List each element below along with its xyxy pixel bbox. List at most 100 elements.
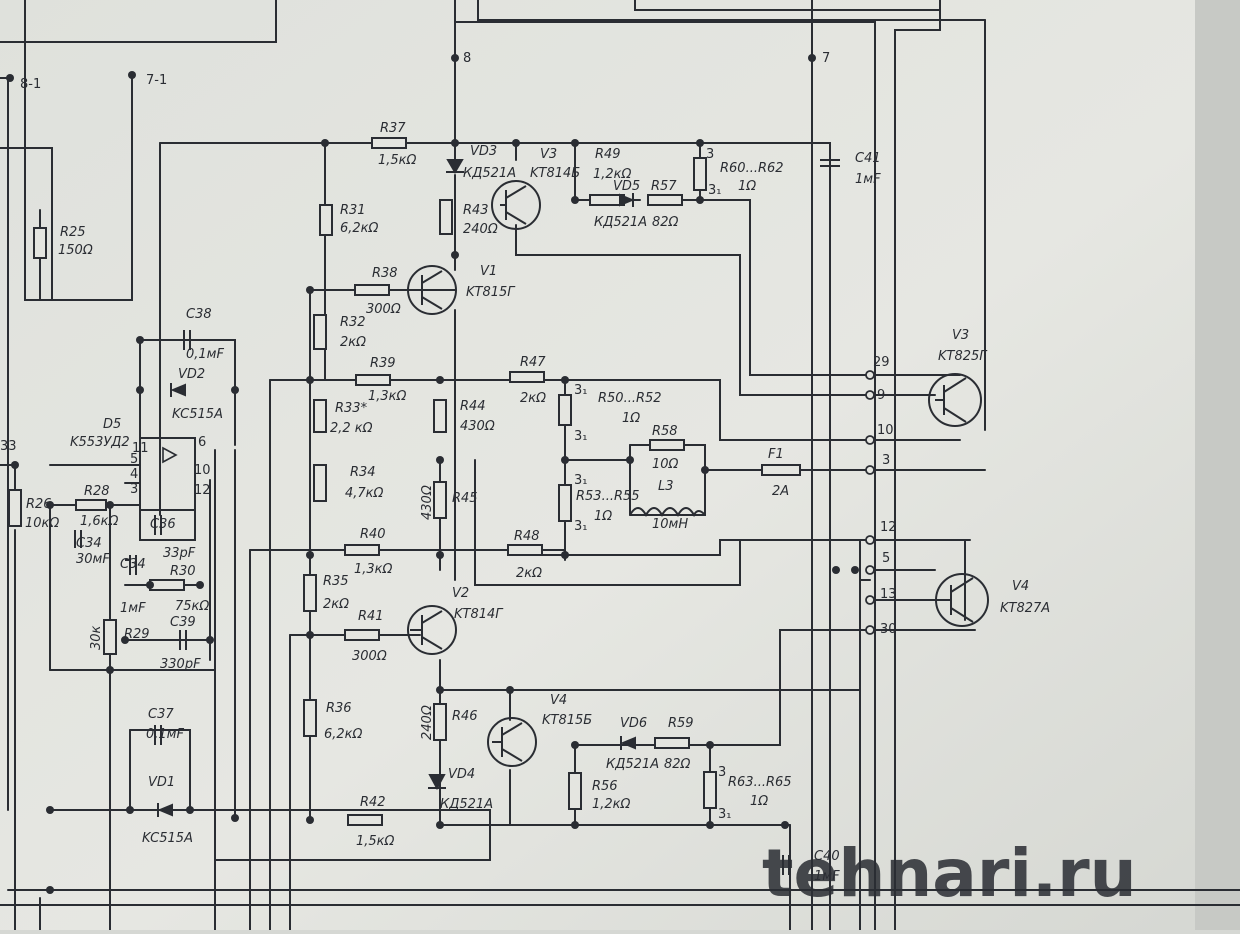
r45-ref: R45 bbox=[452, 491, 478, 506]
r31-ref: R31 bbox=[340, 203, 366, 218]
v4-big-value: KT827A bbox=[1000, 601, 1050, 616]
r49-ref: R49 bbox=[595, 147, 621, 162]
r44-ref: R44 bbox=[460, 399, 486, 414]
r37-value: 1,5кΩ bbox=[378, 153, 417, 168]
v4-small-ref: V4 bbox=[550, 693, 567, 708]
r39-ref: R39 bbox=[370, 356, 396, 371]
c34b-ref: C34 bbox=[120, 557, 146, 572]
r26-ref: R26 bbox=[26, 497, 52, 512]
vd3-ref: VD3 bbox=[470, 144, 497, 159]
c36-value: 33pF bbox=[163, 546, 196, 561]
d5-ref: D5 bbox=[103, 417, 121, 432]
mark-r53-top: 3₁ bbox=[574, 473, 587, 488]
c34a-ref: C34 bbox=[76, 536, 102, 551]
resistor-bodies bbox=[8, 137, 717, 826]
junction-dots bbox=[6, 54, 859, 894]
c38-value: 0,1мF bbox=[186, 347, 224, 362]
r36-ref: R36 bbox=[326, 701, 352, 716]
r43-value: 240Ω bbox=[463, 222, 498, 237]
c38-ref: C38 bbox=[186, 307, 212, 322]
d5-pin-4: 4 bbox=[130, 467, 138, 482]
d5-pin-5: 5 bbox=[130, 452, 138, 467]
r35-ref: R35 bbox=[323, 574, 349, 589]
vd6-ref: VD6 bbox=[620, 716, 647, 731]
c40-value: 1мF bbox=[814, 869, 840, 884]
r57-value: 82Ω bbox=[652, 215, 679, 230]
mark-r53-bot: 3₁ bbox=[574, 519, 587, 534]
r35-value: 2кΩ bbox=[323, 597, 349, 612]
r63-65-value: 1Ω bbox=[750, 794, 768, 809]
vd4-ref: VD4 bbox=[448, 767, 475, 782]
vd2-ref: VD2 bbox=[178, 367, 205, 382]
r31-value: 6,2кΩ bbox=[340, 221, 379, 236]
v2-ref: V2 bbox=[452, 586, 469, 601]
v3-small-value: KT814Б bbox=[530, 166, 580, 181]
r58-ref: R58 bbox=[652, 424, 678, 439]
page-edge bbox=[1195, 0, 1240, 930]
vd1-value: KC515A bbox=[142, 831, 193, 846]
r39-value: 1,3кΩ bbox=[368, 389, 407, 404]
r26-value: 10кΩ bbox=[25, 516, 59, 531]
component-labels: R25 150Ω R26 10кΩ R28 1,6кΩ R29 30к R30 … bbox=[25, 121, 1050, 884]
r47-value: 2кΩ bbox=[520, 391, 546, 406]
r41-ref: R41 bbox=[358, 609, 384, 624]
mark-r60-top: 3 bbox=[706, 147, 714, 162]
vd5-value: КД521A bbox=[594, 215, 647, 230]
r41-value: 300Ω bbox=[352, 649, 387, 664]
opamp-d5 bbox=[139, 437, 196, 511]
r46-value: 240Ω bbox=[420, 705, 435, 740]
capacitors bbox=[74, 159, 840, 875]
vd4-value: КД521A bbox=[440, 797, 493, 812]
vd1-ref: VD1 bbox=[148, 775, 175, 790]
r42-ref: R42 bbox=[360, 795, 386, 810]
v1-value: KT815Г bbox=[466, 285, 516, 300]
r33-ref: R33* bbox=[335, 401, 368, 416]
diodes bbox=[157, 159, 636, 817]
r25-ref: R25 bbox=[60, 225, 86, 240]
r42-value: 1,5кΩ bbox=[356, 834, 395, 849]
v2-value: KT814Г bbox=[454, 607, 504, 622]
r30-value: 75кΩ bbox=[175, 599, 209, 614]
r36-value: 6,2кΩ bbox=[324, 727, 363, 742]
r32-ref: R32 bbox=[340, 315, 366, 330]
mark-r63-top: 3 bbox=[718, 765, 726, 780]
c40-ref: C40 bbox=[814, 849, 840, 864]
terminal-30: 30 bbox=[880, 622, 897, 637]
v3-big-ref: V3 bbox=[952, 328, 969, 343]
r29-value: 30к bbox=[89, 625, 104, 650]
r57-ref: R57 bbox=[651, 179, 677, 194]
r48-value: 2кΩ bbox=[516, 566, 542, 581]
r40-ref: R40 bbox=[360, 527, 386, 542]
r48-ref: R48 bbox=[514, 529, 540, 544]
c41-ref: C41 bbox=[855, 151, 881, 166]
r60-62-value: 1Ω bbox=[738, 179, 756, 194]
d5-pin-6: 6 bbox=[198, 435, 206, 450]
r63-65-ref: R63...R65 bbox=[728, 775, 792, 790]
r53-55-ref: R53...R55 bbox=[576, 489, 640, 504]
vd3-value: КД521A bbox=[463, 166, 516, 181]
v4-small-value: KT815Б bbox=[542, 713, 592, 728]
c41-value: 1мF bbox=[855, 172, 881, 187]
r53-55-value: 1Ω bbox=[594, 509, 612, 524]
r43-ref: R43 bbox=[463, 203, 489, 218]
terminal-10: 10 bbox=[877, 423, 894, 438]
d5-pin-3: 3 bbox=[130, 482, 138, 497]
r34-ref: R34 bbox=[350, 465, 376, 480]
f1-value: 2A bbox=[772, 484, 789, 499]
r45-value: 430Ω bbox=[420, 485, 435, 520]
r47-ref: R47 bbox=[520, 355, 546, 370]
r33-value: 2,2 кΩ bbox=[330, 421, 373, 436]
r56-value: 1,2кΩ bbox=[592, 797, 631, 812]
terminal-13: 13 bbox=[880, 587, 897, 602]
terminal-circles bbox=[865, 370, 875, 635]
r58-value: 10Ω bbox=[652, 457, 679, 472]
r44-value: 430Ω bbox=[460, 419, 495, 434]
terminal-5: 5 bbox=[882, 551, 890, 566]
c39-value: 330pF bbox=[160, 657, 201, 672]
c37-value: 0,1мF bbox=[146, 727, 184, 742]
r56-ref: R56 bbox=[592, 779, 618, 794]
node-33-label: 33 bbox=[0, 439, 17, 454]
v3-big-value: KT825Г bbox=[938, 349, 988, 364]
